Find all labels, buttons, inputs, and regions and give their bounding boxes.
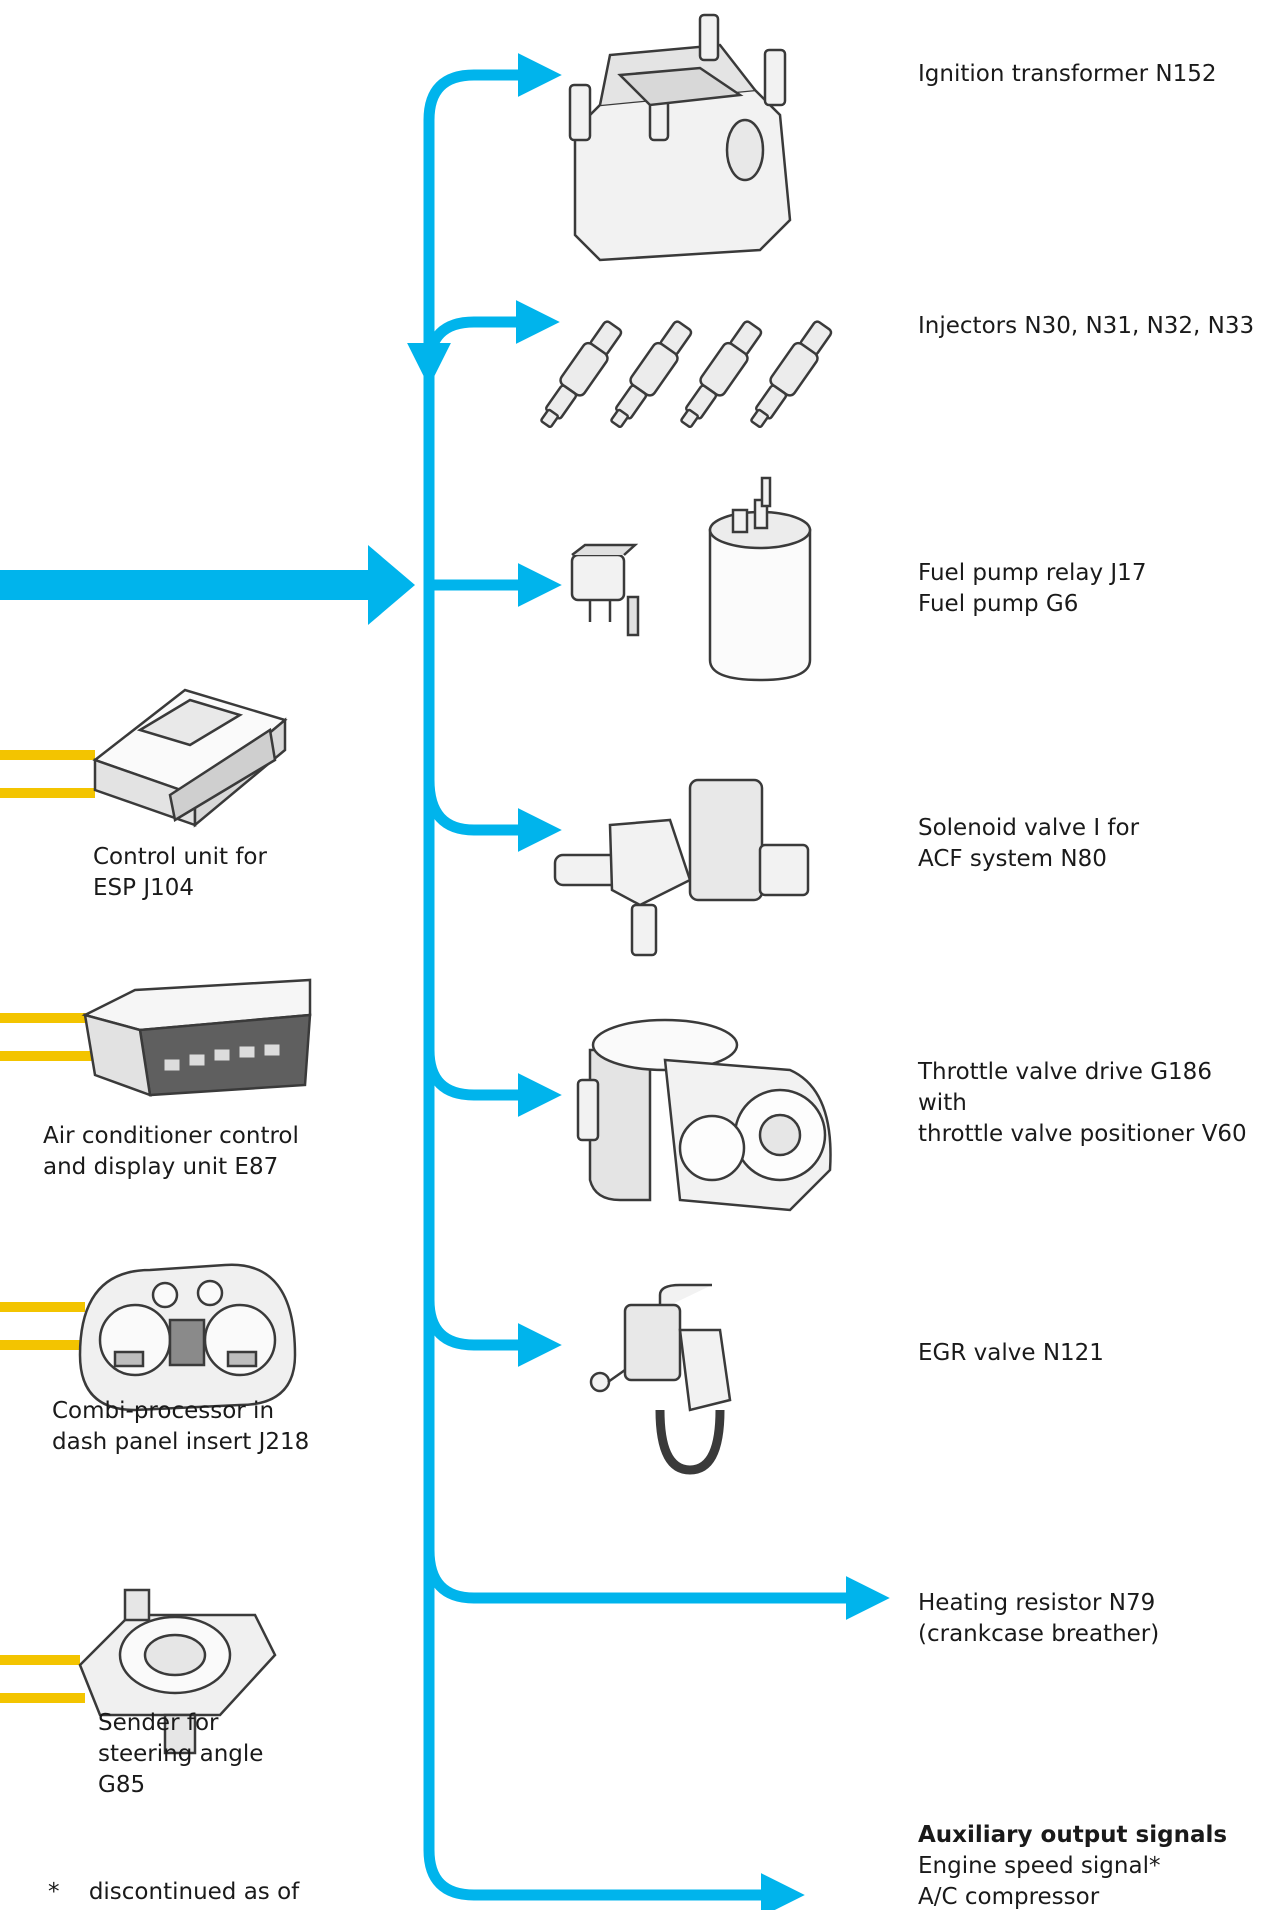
branch-solenoid	[423, 779, 562, 852]
label-esp-control-unit: Control unit for ESP J104	[93, 844, 267, 901]
branch-throttle	[423, 1049, 562, 1117]
label-fuel-pump: Fuel pump relay J17 Fuel pump G6	[918, 560, 1147, 617]
label-egr-valve: EGR valve N121	[918, 1340, 1104, 1366]
fuel-pump-icon	[570, 476, 812, 682]
branch-auxiliary	[423, 1700, 805, 1910]
main-input-arrow	[0, 545, 415, 625]
footnote-marker: *	[48, 1879, 60, 1905]
footnote-text: discontinued as of	[88, 1879, 300, 1905]
label-ignition-transformer: Ignition transformer N152	[918, 61, 1217, 87]
input-wires	[0, 750, 100, 1703]
instrument-cluster-icon	[78, 1263, 297, 1412]
injectors-icon	[540, 320, 833, 429]
label-solenoid-valve: Solenoid valve I for ACF system N80	[918, 815, 1140, 872]
solenoid-valve-icon	[553, 778, 810, 957]
label-injectors: Injectors N30, N31, N32, N33	[918, 313, 1255, 339]
branch-heating	[423, 1549, 890, 1620]
label-auxiliary-output: Auxiliary output signals Engine speed si…	[918, 1822, 1228, 1910]
label-steering-angle-sender: Sender for steering angle G85	[98, 1710, 264, 1798]
ignition-coil-icon	[568, 13, 792, 262]
label-ac-control-unit: Air conditioner control and display unit…	[43, 1123, 299, 1180]
label-heating-resistor: Heating resistor N79 (crankcase breather…	[918, 1590, 1160, 1647]
esp-control-unit-icon	[92, 688, 288, 828]
ac-control-unit-icon	[81, 978, 312, 1097]
output-trunk	[407, 69, 890, 1910]
steering-angle-sender-icon	[78, 1588, 277, 1755]
auxiliary-heading: Auxiliary output signals	[918, 1822, 1228, 1848]
egr-valve-icon	[589, 1283, 732, 1475]
branch-injectors	[407, 316, 540, 387]
label-instrument-cluster: Combi-processor in dash panel insert J21…	[52, 1398, 310, 1455]
label-throttle-valve: Throttle valve drive G186 with throttle …	[918, 1059, 1247, 1147]
footnote: * discontinued as of	[48, 1877, 299, 1908]
branch-egr	[423, 1299, 562, 1367]
throttle-body-icon	[576, 1018, 832, 1212]
